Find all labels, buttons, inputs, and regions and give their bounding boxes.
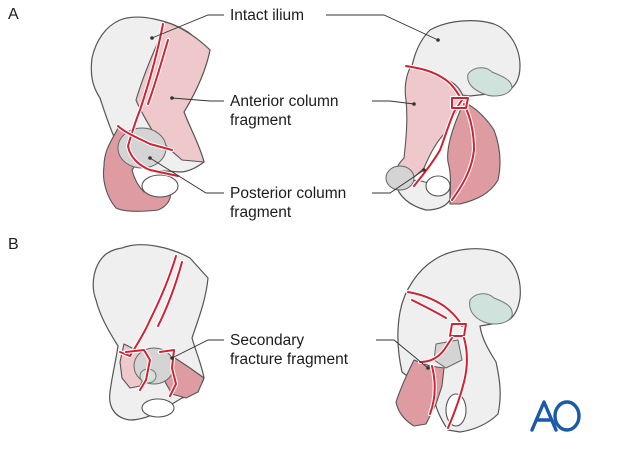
- leader-line: [149, 157, 224, 194]
- articular-surface: [469, 293, 513, 325]
- panel-a-letter: A: [8, 6, 19, 23]
- fracture-line: [413, 99, 463, 187]
- leader-line: [376, 339, 429, 369]
- leader-line: [372, 169, 425, 194]
- leader-dot: [422, 168, 426, 172]
- label-posterior-column-line2: fragment: [230, 204, 292, 221]
- label-secondary-line1: Secondary: [230, 332, 304, 349]
- panel-b-letter: B: [8, 236, 19, 253]
- label-secondary-line2: fracture fragment: [230, 351, 349, 368]
- fracture-line: [429, 365, 436, 415]
- obturator-foramen: [425, 175, 451, 197]
- label-anterior-column-line1: Anterior column: [230, 93, 339, 110]
- obturator-foramen: [141, 174, 179, 198]
- panel-b-right-pelvis: [395, 248, 521, 433]
- leader-line: [171, 339, 224, 359]
- fracture-line: [117, 125, 173, 151]
- leader-line: [151, 14, 224, 39]
- fracture-line: [451, 103, 475, 201]
- fracture-line: [127, 23, 179, 177]
- leader-dot: [150, 36, 154, 40]
- fracture-line: [147, 39, 169, 105]
- fracture-line: [411, 299, 447, 319]
- panel-a-left-pelvis: [90, 16, 211, 212]
- leader-dot: [148, 156, 152, 160]
- fracture-line: [407, 291, 463, 327]
- fracture-line: [419, 337, 453, 363]
- fracture-line: [451, 97, 469, 109]
- obturator-foramen: [141, 398, 175, 418]
- fracture-line: [447, 337, 468, 429]
- anterior-column-fragment: [393, 67, 465, 185]
- leader-dot: [426, 366, 430, 370]
- acetabulum: [385, 165, 415, 191]
- fracture-line: [405, 65, 463, 101]
- leader-dot: [436, 38, 440, 42]
- fracture-line: [157, 261, 183, 327]
- label-anterior-column-line2: fragment: [230, 112, 292, 129]
- leader-dot: [170, 356, 174, 360]
- panel-b-left-pelvis: [92, 244, 209, 421]
- fracture-line: [159, 349, 177, 397]
- leader-line: [326, 14, 439, 41]
- label-posterior-column-line1: Posterior column: [230, 185, 346, 202]
- fracture-line: [125, 349, 151, 391]
- ao-logo: [530, 400, 581, 432]
- leader-dot: [170, 96, 174, 100]
- leader-line: [372, 100, 415, 105]
- articular-surface: [467, 67, 513, 97]
- leader-dot: [412, 102, 416, 106]
- label-intact-ilium: Intact ilium: [230, 7, 304, 24]
- leader-line: [171, 97, 224, 102]
